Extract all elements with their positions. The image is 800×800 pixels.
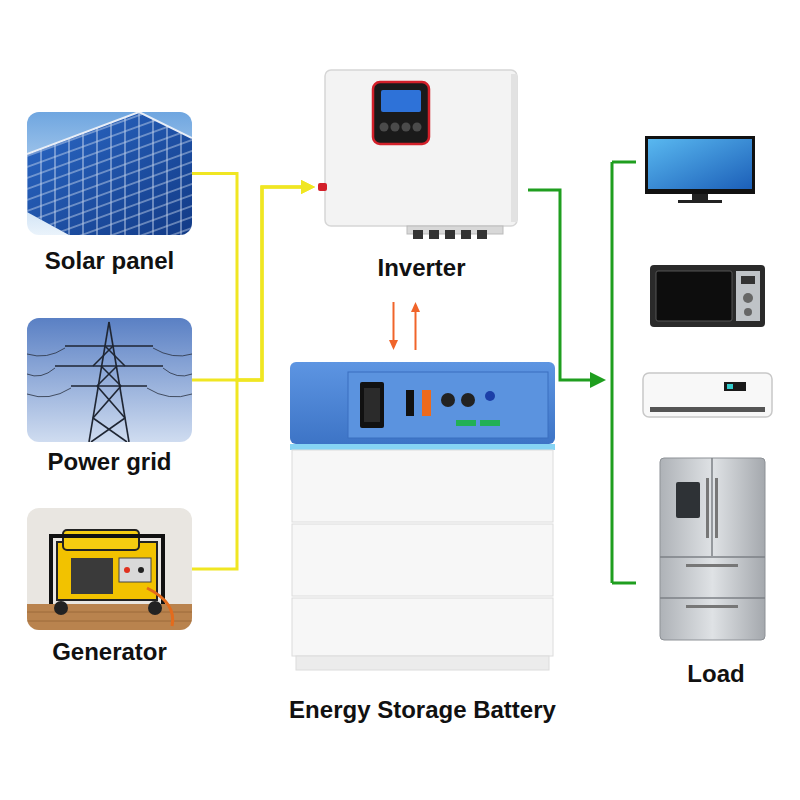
connector-line (192, 187, 303, 380)
microwave-image (650, 265, 765, 327)
connector (411, 302, 420, 350)
battery-picture (290, 362, 555, 670)
node-label: Generator (52, 638, 167, 666)
arrowhead (301, 180, 315, 194)
inverter-image (318, 70, 517, 239)
solar-panel-image (27, 112, 192, 235)
solar-panel-picture (27, 112, 192, 235)
power-grid-picture (27, 318, 192, 442)
load-bracket (612, 162, 636, 583)
connector-line (192, 174, 303, 381)
component-node: Solar panel (27, 112, 192, 275)
air-conditioner-image (643, 373, 772, 417)
node-label: Inverter (377, 254, 465, 282)
node-label: Load (687, 660, 744, 688)
component-node: Energy Storage Battery (285, 362, 560, 724)
node-label: Power grid (47, 448, 171, 476)
tv-image (645, 136, 755, 203)
component-node: Generator (27, 508, 192, 666)
power-pylon-image (27, 318, 192, 442)
connector (389, 302, 398, 350)
connector-line (192, 187, 303, 569)
battery-image (290, 362, 555, 670)
arrowhead (301, 180, 315, 194)
component-node: Power grid (27, 318, 192, 476)
arrowhead (590, 372, 606, 388)
component-node: Inverter (315, 68, 528, 282)
connector (192, 174, 315, 381)
inverter-picture (315, 68, 528, 240)
generator-picture (27, 508, 192, 630)
node-label: Solar panel (45, 247, 174, 275)
load-appliances-picture (606, 128, 796, 648)
node-label: Energy Storage Battery (289, 696, 556, 724)
connector-line (528, 190, 592, 380)
fridge-image (660, 458, 765, 640)
arrowhead (411, 302, 420, 312)
connector (192, 180, 315, 380)
arrowhead (389, 340, 398, 350)
connector (192, 180, 315, 569)
connector (528, 190, 606, 388)
connector-line (415, 310, 417, 350)
arrowhead (301, 180, 315, 194)
connector-line (393, 302, 395, 342)
component-node: Load (606, 128, 796, 688)
generator-image (27, 508, 192, 630)
